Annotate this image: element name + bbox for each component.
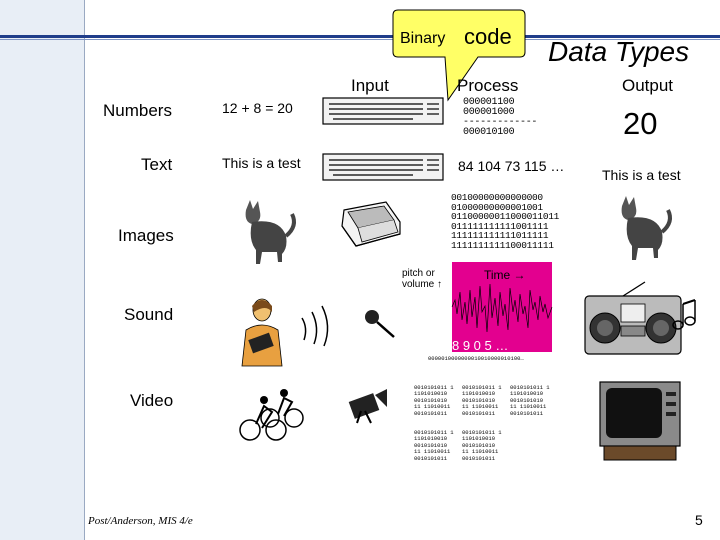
- binary-line: 0010101011: [462, 409, 496, 417]
- cyclists-icon: [239, 389, 304, 441]
- binary-line: 011111111111001111: [451, 220, 549, 232]
- title-rule: [0, 35, 720, 38]
- column-input-heading: Input: [351, 76, 389, 95]
- binary-line: -------------: [463, 117, 538, 128]
- numbers-output: 20: [623, 106, 658, 141]
- binary-line: 0010101011 1: [414, 384, 454, 391]
- binary-line: 11 11010011: [462, 403, 499, 411]
- row-label-text: Text: [141, 155, 173, 174]
- binary-line: 11 11010011: [414, 403, 451, 411]
- title-rule-thin: [0, 39, 720, 40]
- row-label-numbers: Numbers: [103, 101, 172, 120]
- binary-line: 0010101010: [462, 441, 496, 449]
- keyboard-icon: [322, 153, 444, 181]
- binary-line: 1101010010: [414, 435, 448, 443]
- row-label-images: Images: [118, 226, 174, 245]
- text-process-codes: 84 104 73 115 …: [458, 158, 565, 174]
- row-label-sound: Sound: [124, 305, 174, 324]
- boombox-icon: [584, 281, 682, 355]
- column-output-heading: Output: [622, 76, 674, 95]
- binary-line: 0010101010: [414, 441, 448, 449]
- binary-line: 11 11010011: [510, 403, 547, 411]
- binary-line: 000001100: [463, 97, 515, 108]
- binary-line: 11 11010011: [414, 448, 451, 456]
- binary-line: 0010101011 1: [462, 429, 502, 436]
- text-output: This is a test: [602, 167, 681, 183]
- binary-line: 1101010010: [462, 390, 496, 398]
- binary-line: 0010101010: [414, 396, 448, 404]
- video-camera-icon: [348, 389, 387, 424]
- binary-line: 1111111111100011111: [451, 239, 554, 251]
- microphone-icon: [365, 310, 395, 338]
- binary-line: 11 11010011: [462, 448, 499, 456]
- sound-axis-y-label: pitch or volume ↑: [402, 268, 443, 290]
- sound-sample-digits: 8 9 0 5 …: [452, 338, 509, 353]
- text-input: This is a test: [222, 155, 301, 171]
- binary-line: 0010101010: [462, 396, 496, 404]
- speaker-person-icon: [241, 298, 283, 367]
- callout-binary-label: Binary: [400, 30, 446, 47]
- binary-line: 1101010010: [414, 390, 448, 398]
- binary-line: 0010101011: [462, 454, 496, 462]
- music-note-icon: [672, 299, 696, 330]
- callout-code-label: code: [464, 24, 512, 49]
- left-sidebar-divider: [84, 0, 85, 540]
- binary-line: 00100000000000000: [451, 192, 543, 203]
- keyboard-icon: [322, 97, 444, 125]
- sound-waves-icon: [301, 305, 329, 347]
- cat-icon: [621, 196, 672, 260]
- binary-line: 01100000011000011011: [451, 211, 560, 222]
- binary-line: 0010101011: [414, 409, 448, 417]
- left-sidebar-band: [0, 0, 84, 540]
- sound-binary-stream: 0000010000000010010000010100…: [428, 355, 524, 362]
- row-label-video: Video: [130, 391, 174, 410]
- binary-line: 0010101010: [510, 396, 544, 404]
- television-icon: [599, 381, 681, 461]
- sound-axis-x-label: Time →: [484, 268, 526, 282]
- binary-line: 111111111111011111: [451, 230, 549, 241]
- binary-line: 000001000: [463, 107, 515, 118]
- cat-icon: [245, 200, 296, 264]
- binary-line: 0010101011 1: [462, 384, 502, 391]
- binary-line: 1101010010: [510, 390, 544, 398]
- binary-line: 01000000000001001: [451, 201, 543, 213]
- sound-waveform: [451, 262, 553, 352]
- numbers-input: 12 + 8 = 20: [222, 100, 293, 116]
- column-process-heading: Process: [457, 76, 519, 95]
- footer-source: Post/Anderson, MIS 4/e: [88, 515, 193, 527]
- binary-line: 0010101011: [414, 454, 448, 462]
- binary-line: 000010100: [463, 127, 515, 138]
- page-title: Data Types: [548, 36, 690, 67]
- binary-line: 0010101011 1: [510, 384, 550, 391]
- page-number: 5: [695, 512, 703, 528]
- binary-line: 0010101011: [510, 409, 544, 417]
- scanner-icon: [341, 201, 401, 247]
- binary-line: 1101010010: [462, 435, 496, 443]
- binary-line: 0010101011 1: [414, 429, 454, 436]
